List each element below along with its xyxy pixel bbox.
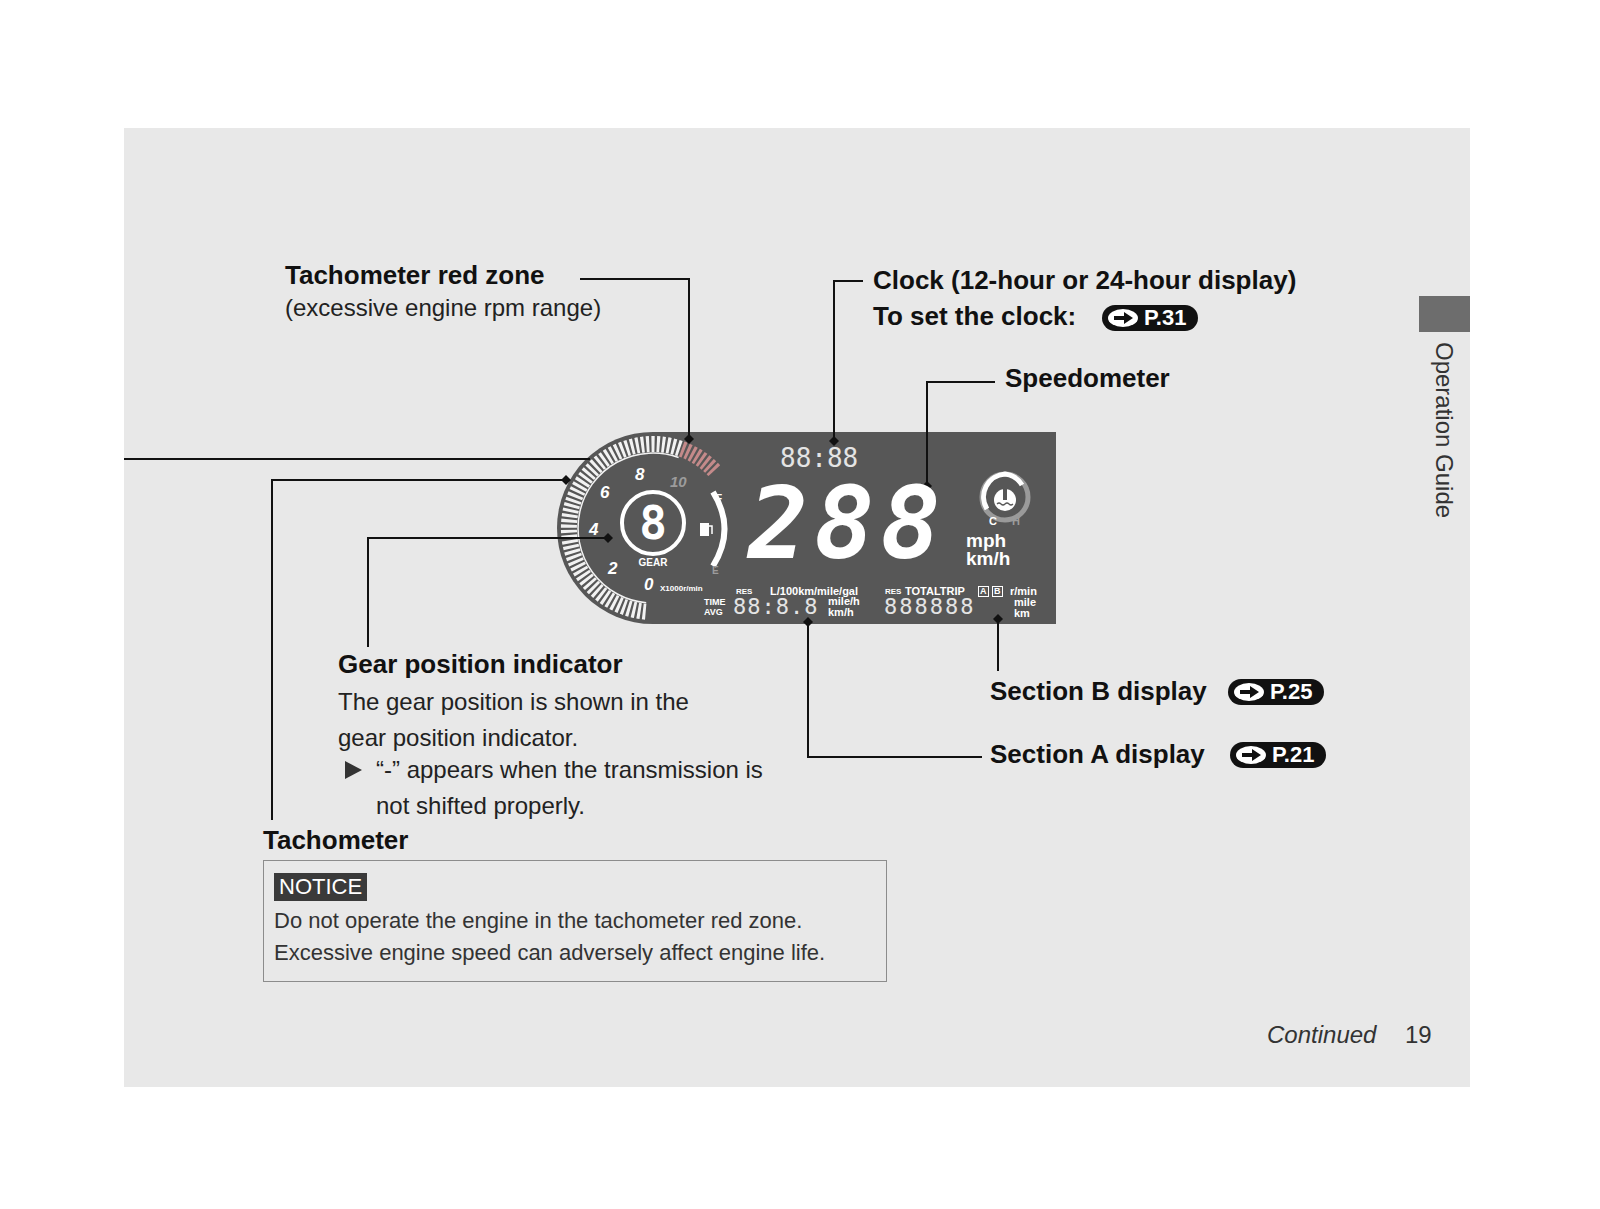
callout-note: (excessive engine rpm range)	[285, 294, 601, 323]
leader-dot	[561, 475, 571, 485]
page-ref: P.31	[1144, 305, 1186, 330]
display-label: B	[992, 586, 1003, 597]
display-label: r/min	[1010, 586, 1037, 597]
page-number: 19	[1405, 1021, 1432, 1050]
display-label: km/h	[828, 607, 854, 618]
callout-title: Speedometer	[1005, 363, 1170, 394]
continued-note: Continued	[1267, 1021, 1376, 1050]
page-ref: P.21	[1272, 742, 1314, 767]
leader-dot	[803, 617, 813, 627]
fuel-mark: E	[712, 566, 719, 576]
display-label: AVG	[704, 608, 723, 617]
unit-label: mph	[966, 531, 1006, 550]
display-label: km	[1014, 608, 1030, 619]
leader-line	[927, 382, 995, 483]
display-panel	[557, 432, 1056, 624]
page-ref-badge: P.31	[1102, 305, 1198, 331]
leader-dot	[684, 434, 694, 444]
temp-waves	[997, 503, 1013, 505]
tach-unit: X1000r/min	[660, 585, 703, 593]
leader-dot	[993, 614, 1003, 624]
page-ground	[124, 128, 1470, 1087]
notice-heading: NOTICE	[274, 873, 367, 901]
temp-mark: C	[989, 516, 997, 527]
tach-number: 6	[600, 484, 609, 501]
callout-title: Section A display	[990, 739, 1205, 770]
section-name: Operation Guide	[1429, 342, 1458, 518]
display-label: mile/h	[828, 596, 860, 607]
callout-body: “-” appears when the transmission is not…	[376, 752, 776, 824]
display-label: RES	[736, 588, 752, 596]
callout-body: The gear position is shown in the gear p…	[338, 684, 740, 756]
display-label: mile	[1014, 597, 1036, 608]
notice-text: Do not operate the engine in the tachome…	[274, 905, 876, 969]
display-label: TIME	[704, 598, 726, 607]
gear-digit: 8	[639, 500, 667, 546]
leader-line	[997, 622, 999, 671]
fuel-pump-icon	[700, 523, 709, 536]
arrow-icon	[1234, 683, 1266, 701]
leader-line	[808, 625, 982, 757]
tach-number: 4	[589, 521, 598, 538]
fuel-mark: F	[716, 494, 722, 504]
gear-ring	[622, 492, 684, 554]
page-ref-badge: P.25	[1228, 679, 1324, 705]
page-ref: P.25	[1270, 679, 1312, 704]
temp-gauge	[982, 474, 1028, 520]
callout-title: Tachometer	[263, 825, 408, 856]
notice-box: NOTICE Do not operate the engine in the t…	[263, 860, 887, 982]
display-label: RES	[885, 588, 901, 596]
display-digits: 88:8.8	[733, 596, 818, 618]
fuel-gauge	[713, 492, 725, 566]
arrow-icon	[1236, 746, 1268, 764]
tach-number: 10	[670, 474, 687, 489]
clock-digits: 88:88	[780, 445, 858, 471]
temp-icon	[994, 489, 1016, 511]
red-zone-ticks	[682, 449, 716, 472]
leader-line	[834, 281, 863, 438]
tach-number: 8	[635, 466, 644, 483]
callout-title: Gear position indicator	[338, 649, 623, 680]
display-digits: 888888	[884, 596, 975, 618]
temp-mark: H	[1012, 516, 1020, 527]
callout-title: Clock (12-hour or 24-hour display)	[873, 265, 1296, 296]
callout-title: Tachometer red zone	[285, 260, 545, 291]
tach-number: 2	[608, 560, 617, 577]
tachometer-ring	[578, 453, 679, 603]
leader-dot	[603, 533, 613, 543]
tach-number: 0	[644, 576, 653, 593]
section-tab	[1419, 296, 1470, 332]
callout-title: Section B display	[990, 676, 1207, 707]
speed-digits: 288	[748, 474, 947, 574]
unit-label: km/h	[966, 549, 1010, 568]
thermometer	[1003, 489, 1007, 500]
arrow-icon	[1108, 309, 1140, 327]
leader-line	[368, 538, 608, 647]
display-label: A	[978, 586, 989, 597]
leader-line	[124, 458, 590, 460]
page-ref-badge: P.21	[1230, 742, 1326, 768]
callout-title: To set the clock:	[873, 301, 1076, 332]
gear-label: GEAR	[639, 558, 668, 568]
fuel-pump-hose	[709, 526, 712, 534]
bullet-triangle	[345, 761, 362, 779]
